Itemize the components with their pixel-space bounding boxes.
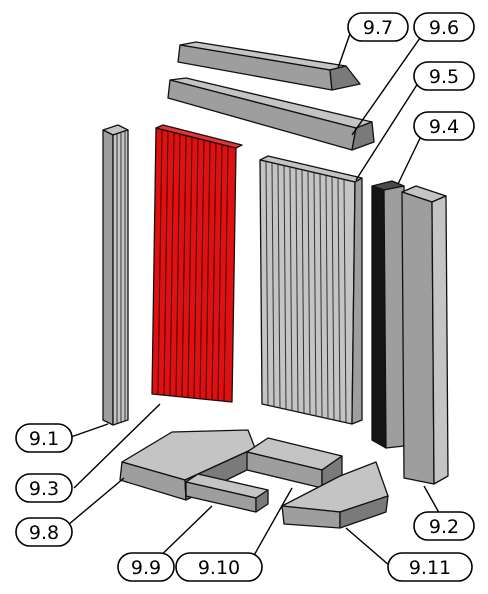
callout-9-10: 9.10 [175, 552, 263, 582]
part-9-10-floor-block[interactable] [246, 437, 343, 489]
part-9-3-highlighted-side-brick[interactable] [151, 124, 243, 403]
part-9-2-right-side-brick[interactable] [401, 185, 449, 485]
callout-9-5: 9.5 [413, 61, 475, 91]
callout-9-4-text: 9.4 [429, 116, 459, 138]
part-9-4-dark-slim-brick[interactable] [371, 180, 405, 449]
part-9-7-top-baffle[interactable] [177, 41, 361, 91]
part-9-6-lower-baffle[interactable] [167, 77, 375, 151]
part-9-1-left-side-brick[interactable] [102, 124, 129, 426]
callout-9-1: 9.1 [15, 423, 73, 453]
callout-9-2-text: 9.2 [429, 516, 459, 538]
callout-9-1-text: 9.1 [29, 428, 59, 450]
part-9-9-floor-strip[interactable] [185, 473, 269, 513]
callout-9-7-text: 9.7 [363, 17, 393, 39]
callout-9-2: 9.2 [413, 511, 475, 541]
callout-9-7: 9.7 [347, 12, 409, 42]
callout-9-3-text: 9.3 [29, 478, 59, 500]
callout-9-6-text: 9.6 [429, 17, 459, 39]
part-9-11-floor-brick-right[interactable] [281, 461, 389, 529]
callout-9-6: 9.6 [413, 12, 475, 42]
callout-9-4: 9.4 [413, 111, 475, 141]
part-9-5-back-brick[interactable] [259, 155, 363, 425]
callout-9-9: 9.9 [117, 552, 175, 582]
part-9-1-grooves [116, 131, 126, 423]
callout-9-10-text: 9.10 [198, 557, 240, 579]
callout-9-11: 9.11 [387, 552, 473, 582]
callout-9-11-text: 9.11 [409, 557, 451, 579]
part-9-5-grooves [265, 161, 347, 423]
callout-9-8: 9.8 [15, 517, 73, 547]
callout-9-8-text: 9.8 [29, 522, 59, 544]
callout-9-9-text: 9.9 [131, 557, 161, 579]
part-9-3-grooves [157, 129, 229, 402]
callout-9-5-text: 9.5 [429, 66, 459, 88]
callout-9-3: 9.3 [15, 473, 73, 503]
